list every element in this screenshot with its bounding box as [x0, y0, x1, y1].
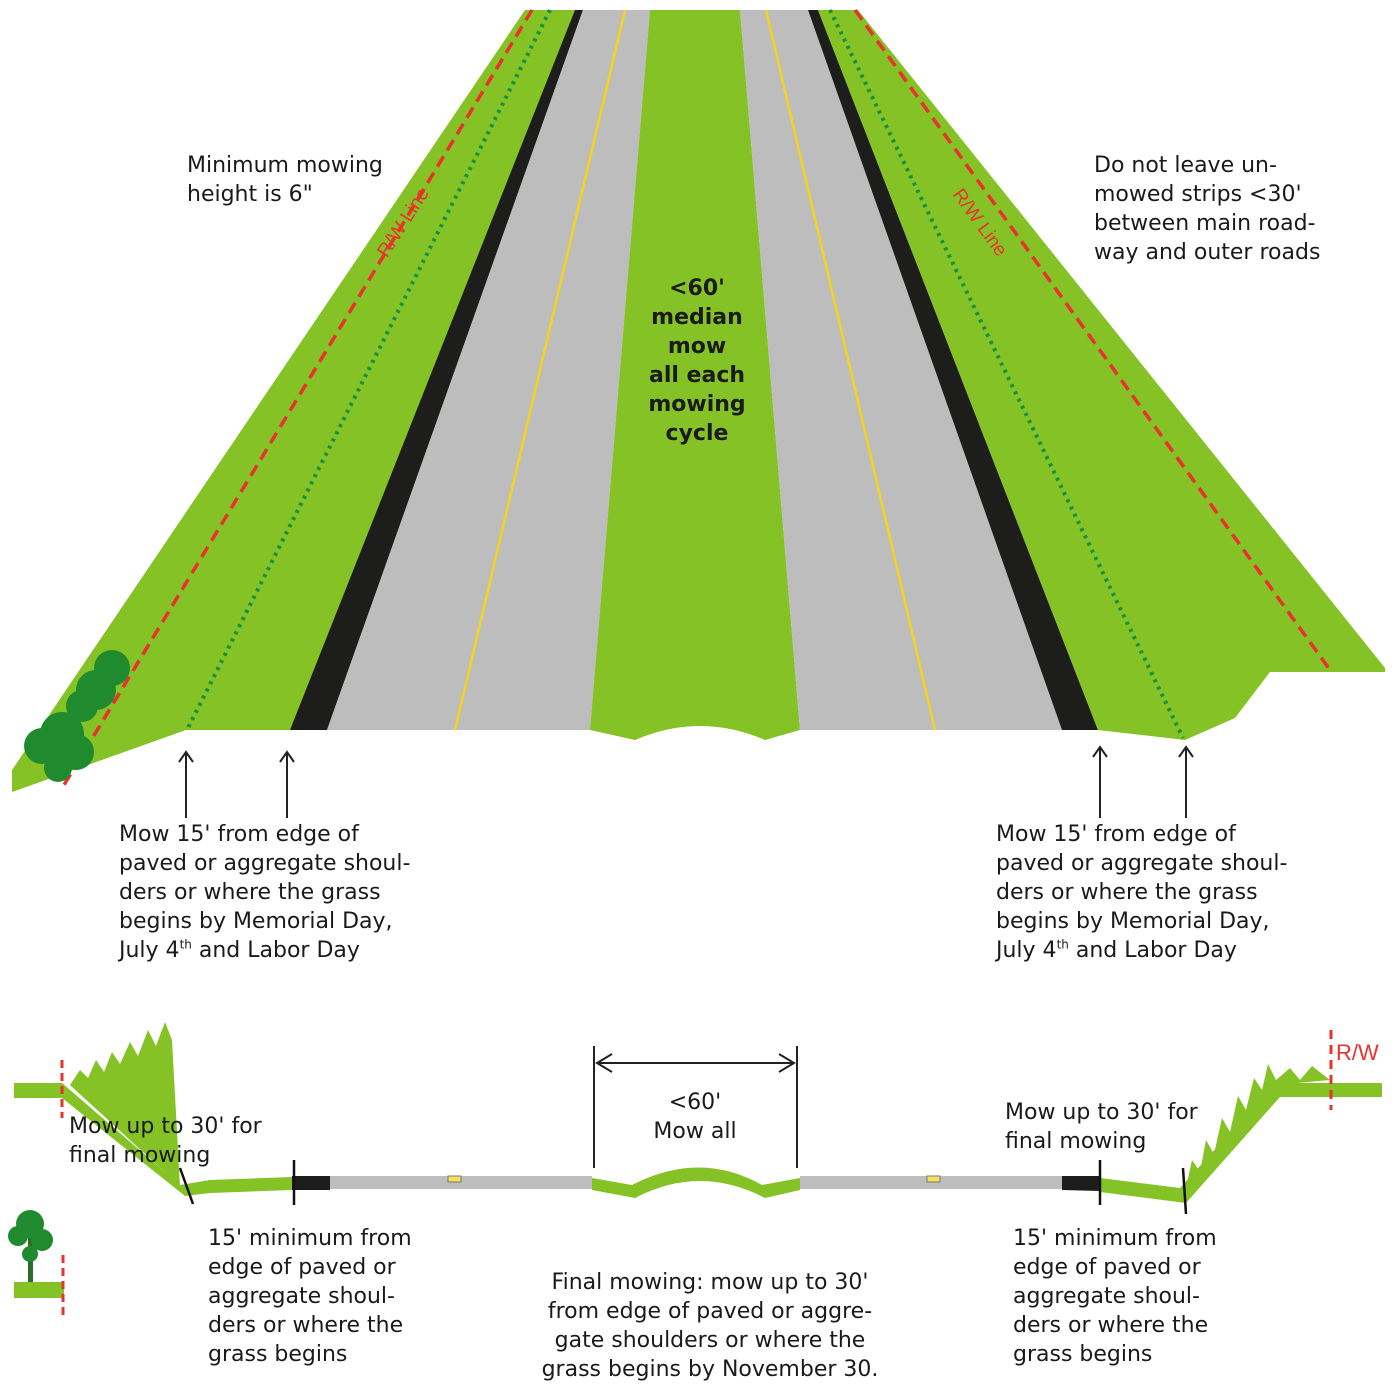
minimum-height-note: Minimum mowing height is 6": [187, 153, 383, 207]
right-mow-limit-line: [828, 9, 1185, 739]
median-note: <60' median mow all each mowing cycle: [648, 276, 746, 446]
left-minimum-note: 15' minimum from edge of paved or aggreg…: [208, 1226, 412, 1367]
left-final-mowing-note: Mow up to 30' for final mowing: [69, 1114, 262, 1168]
cross-right-shoulder: [1062, 1176, 1100, 1191]
right-minimum-note: 15' minimum from edge of paved or aggreg…: [1013, 1226, 1217, 1367]
roadway-cross-section: [14, 1022, 1382, 1215]
arrow-up-icon: [279, 750, 295, 818]
arrow-up-icon: [178, 750, 194, 818]
left-mow-limit-line: [186, 9, 552, 729]
left-ground-profile: [14, 1083, 292, 1196]
final-mowing-note: Final mowing: mow up to 30' from edge of…: [541, 1270, 879, 1382]
right-roadside-grass: [818, 10, 1385, 740]
tree-icon: [8, 1210, 64, 1298]
cross-rw-label: R/W: [1336, 1040, 1379, 1065]
left-lane-marker: [447, 1175, 462, 1183]
right-yellow-line: [764, 9, 937, 731]
left-shoulder: [290, 10, 583, 730]
right-final-mowing-note: Mow up to 30' for final mowing: [1005, 1100, 1198, 1154]
cross-left-shoulder: [292, 1176, 330, 1190]
arrow-up-icon: [1178, 745, 1194, 818]
right-lane-marker: [926, 1175, 941, 1183]
left-yellow-line: [453, 9, 627, 731]
right-ground-profile: [1100, 1082, 1382, 1203]
arrow-up-icon: [1092, 745, 1108, 818]
right-shoulder: [808, 10, 1098, 730]
right-slope-tufts: [1186, 1064, 1330, 1188]
bush-icon: [24, 650, 130, 782]
median-grass: [590, 10, 800, 740]
tick-mark: [178, 1167, 195, 1205]
right-rw-line: [853, 8, 1332, 672]
left-mow-callout: Mow 15' from edge of paved or aggregate …: [119, 822, 411, 963]
roadway-perspective: [12, 8, 1385, 792]
tick-mark: [1181, 1167, 1188, 1215]
unmowed-strips-note: Do not leave un- mowed strips <30' betwe…: [1094, 153, 1321, 265]
dimension-arrow-icon: [593, 1046, 798, 1168]
left-roadside-grass: [12, 10, 575, 792]
left-slope-tufts: [70, 1022, 180, 1186]
median-width-note: <60' Mow all: [653, 1090, 737, 1144]
right-pavement: [740, 10, 1062, 730]
cross-median: [592, 1167, 800, 1198]
right-mow-callout: Mow 15' from edge of paved or aggregate …: [996, 822, 1288, 963]
left-pavement: [327, 10, 650, 730]
